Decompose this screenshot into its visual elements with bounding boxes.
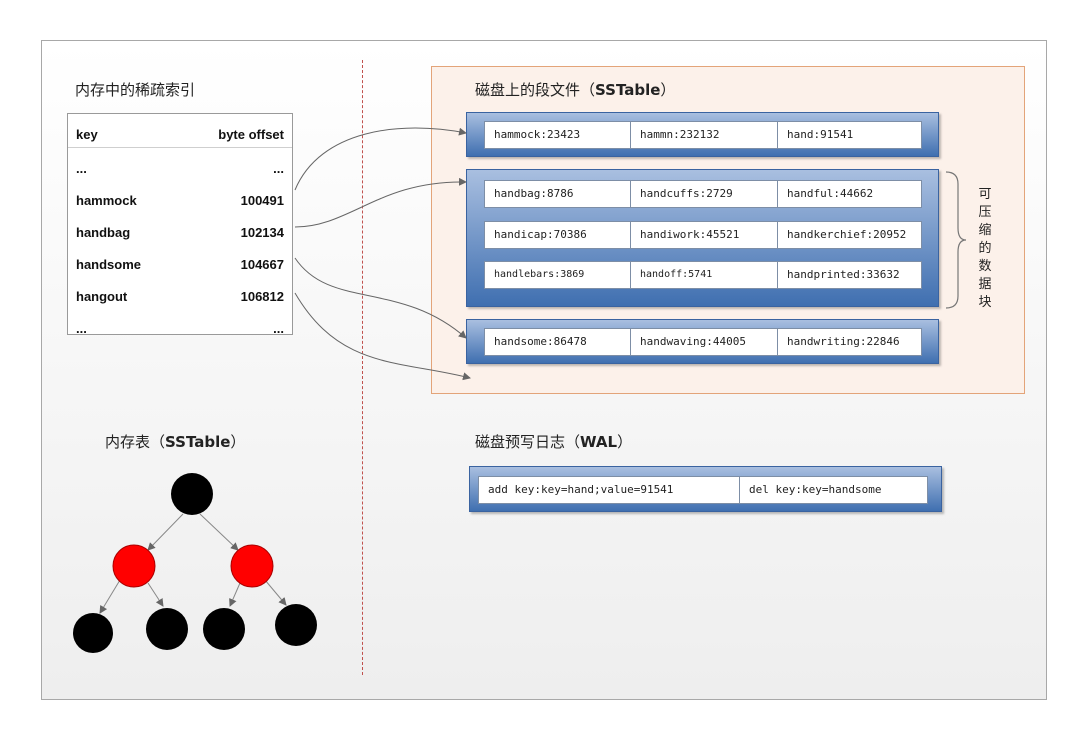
sparse-index-table: key byte offset ... ... hammock 100491 h…: [67, 113, 293, 336]
memtable-title: 内存表（SSTable）: [105, 431, 245, 452]
index-row-offset: ...: [273, 160, 284, 176]
wal-title-prefix: 磁盘预写日志（: [475, 433, 581, 451]
sstable-cell: handsome:86478: [484, 328, 631, 356]
index-header-offset: byte offset: [218, 127, 284, 142]
index-row: handbag 102134: [68, 216, 292, 248]
sstable-block-1: hammock:23423 hammn:232132 hand:91541: [466, 112, 939, 157]
tree-edge: [147, 513, 184, 551]
index-arrow-hangout: [294, 292, 471, 381]
index-row: handsome 104667: [68, 248, 292, 280]
sstable-cell: handlebars:3869: [484, 261, 631, 289]
index-row-offset: 100491: [240, 192, 284, 208]
sstable-title-prefix: 磁盘上的段文件（: [475, 81, 596, 99]
wal-entry: add key:key=hand;value=91541: [478, 476, 740, 504]
sstable-block-3: handsome:86478 handwaving:44005 handwrit…: [466, 319, 939, 364]
index-arrow-hammock: [294, 127, 467, 191]
sstable-cell: handoff:5741: [630, 261, 778, 289]
index-row-key: ...: [76, 160, 87, 176]
tree-edge: [99, 579, 121, 614]
index-row-offset: 104667: [240, 256, 284, 272]
index-row-key: handsome: [76, 256, 142, 272]
sstable-cell: handprinted:33632: [777, 261, 922, 289]
sstable-cell: hammn:232132: [630, 121, 778, 149]
compressible-block-label: 可压缩的数据块: [978, 187, 992, 310]
sstable-cell: handwriting:22846: [777, 328, 922, 356]
sstable-cell: handwaving:44005: [630, 328, 778, 356]
index-row: ... ...: [68, 152, 292, 184]
wal-title-bold: WAL: [580, 433, 618, 451]
tree-edge: [199, 513, 239, 551]
tree-node-root: [171, 473, 213, 515]
sstable-cell: handicap:70386: [484, 221, 631, 249]
tree-node-leaf: [146, 608, 188, 650]
tree-node-leaf: [73, 613, 113, 653]
index-row: hammock 100491: [68, 184, 292, 216]
index-header-row: key byte offset: [68, 114, 292, 148]
wal-block: add key:key=hand;value=91541 del key:key…: [469, 466, 942, 512]
index-title: 内存中的稀疏索引: [75, 79, 195, 100]
index-row-offset: ...: [273, 320, 284, 336]
index-header-key: key: [76, 127, 98, 142]
sstable-title-bold: SSTable: [595, 81, 661, 99]
sstable-cell: handkerchief:20952: [777, 221, 922, 249]
compressible-brace: [945, 171, 967, 309]
sstable-cell: handful:44662: [777, 180, 922, 208]
tree-edge: [147, 582, 164, 607]
index-title-text: 内存中的稀疏索引: [75, 81, 196, 99]
tree-edge: [229, 582, 241, 607]
section-divider: [362, 60, 363, 675]
index-row-key: handbag: [76, 224, 131, 240]
index-row: hangout 106812: [68, 280, 292, 312]
sstable-cell: handbag:8786: [484, 180, 631, 208]
sstable-block-2: handbag:8786 handcuffs:2729 handful:4466…: [466, 169, 939, 307]
sstable-title-suffix: ）: [660, 81, 676, 99]
sstable-cell: hand:91541: [777, 121, 922, 149]
sstable-title: 磁盘上的段文件（SSTable）: [475, 79, 675, 100]
index-row-offset: 102134: [240, 224, 284, 240]
wal-title-suffix: ）: [617, 433, 633, 451]
memtable-title-suffix: ）: [230, 433, 246, 451]
memtable-title-bold: SSTable: [165, 433, 231, 451]
tree-node-red-right: [230, 544, 274, 588]
index-arrow-handsome: [294, 257, 467, 339]
tree-node-leaf: [203, 608, 245, 650]
index-row: ... ...: [68, 312, 292, 344]
wal-title: 磁盘预写日志（WAL）: [475, 431, 632, 452]
sstable-cell: hammock:23423: [484, 121, 631, 149]
index-row-key: ...: [76, 320, 87, 336]
index-arrow-handbag: [294, 177, 467, 228]
index-row-key: hangout: [76, 288, 128, 304]
index-row-key: hammock: [76, 192, 137, 208]
tree-node-red-left: [112, 544, 156, 588]
sstable-cell: handiwork:45521: [630, 221, 778, 249]
memtable-title-prefix: 内存表（: [105, 433, 166, 451]
wal-entry: del key:key=handsome: [739, 476, 928, 504]
index-row-offset: 106812: [240, 288, 284, 304]
tree-edge: [264, 579, 287, 606]
tree-node-leaf: [275, 604, 317, 646]
